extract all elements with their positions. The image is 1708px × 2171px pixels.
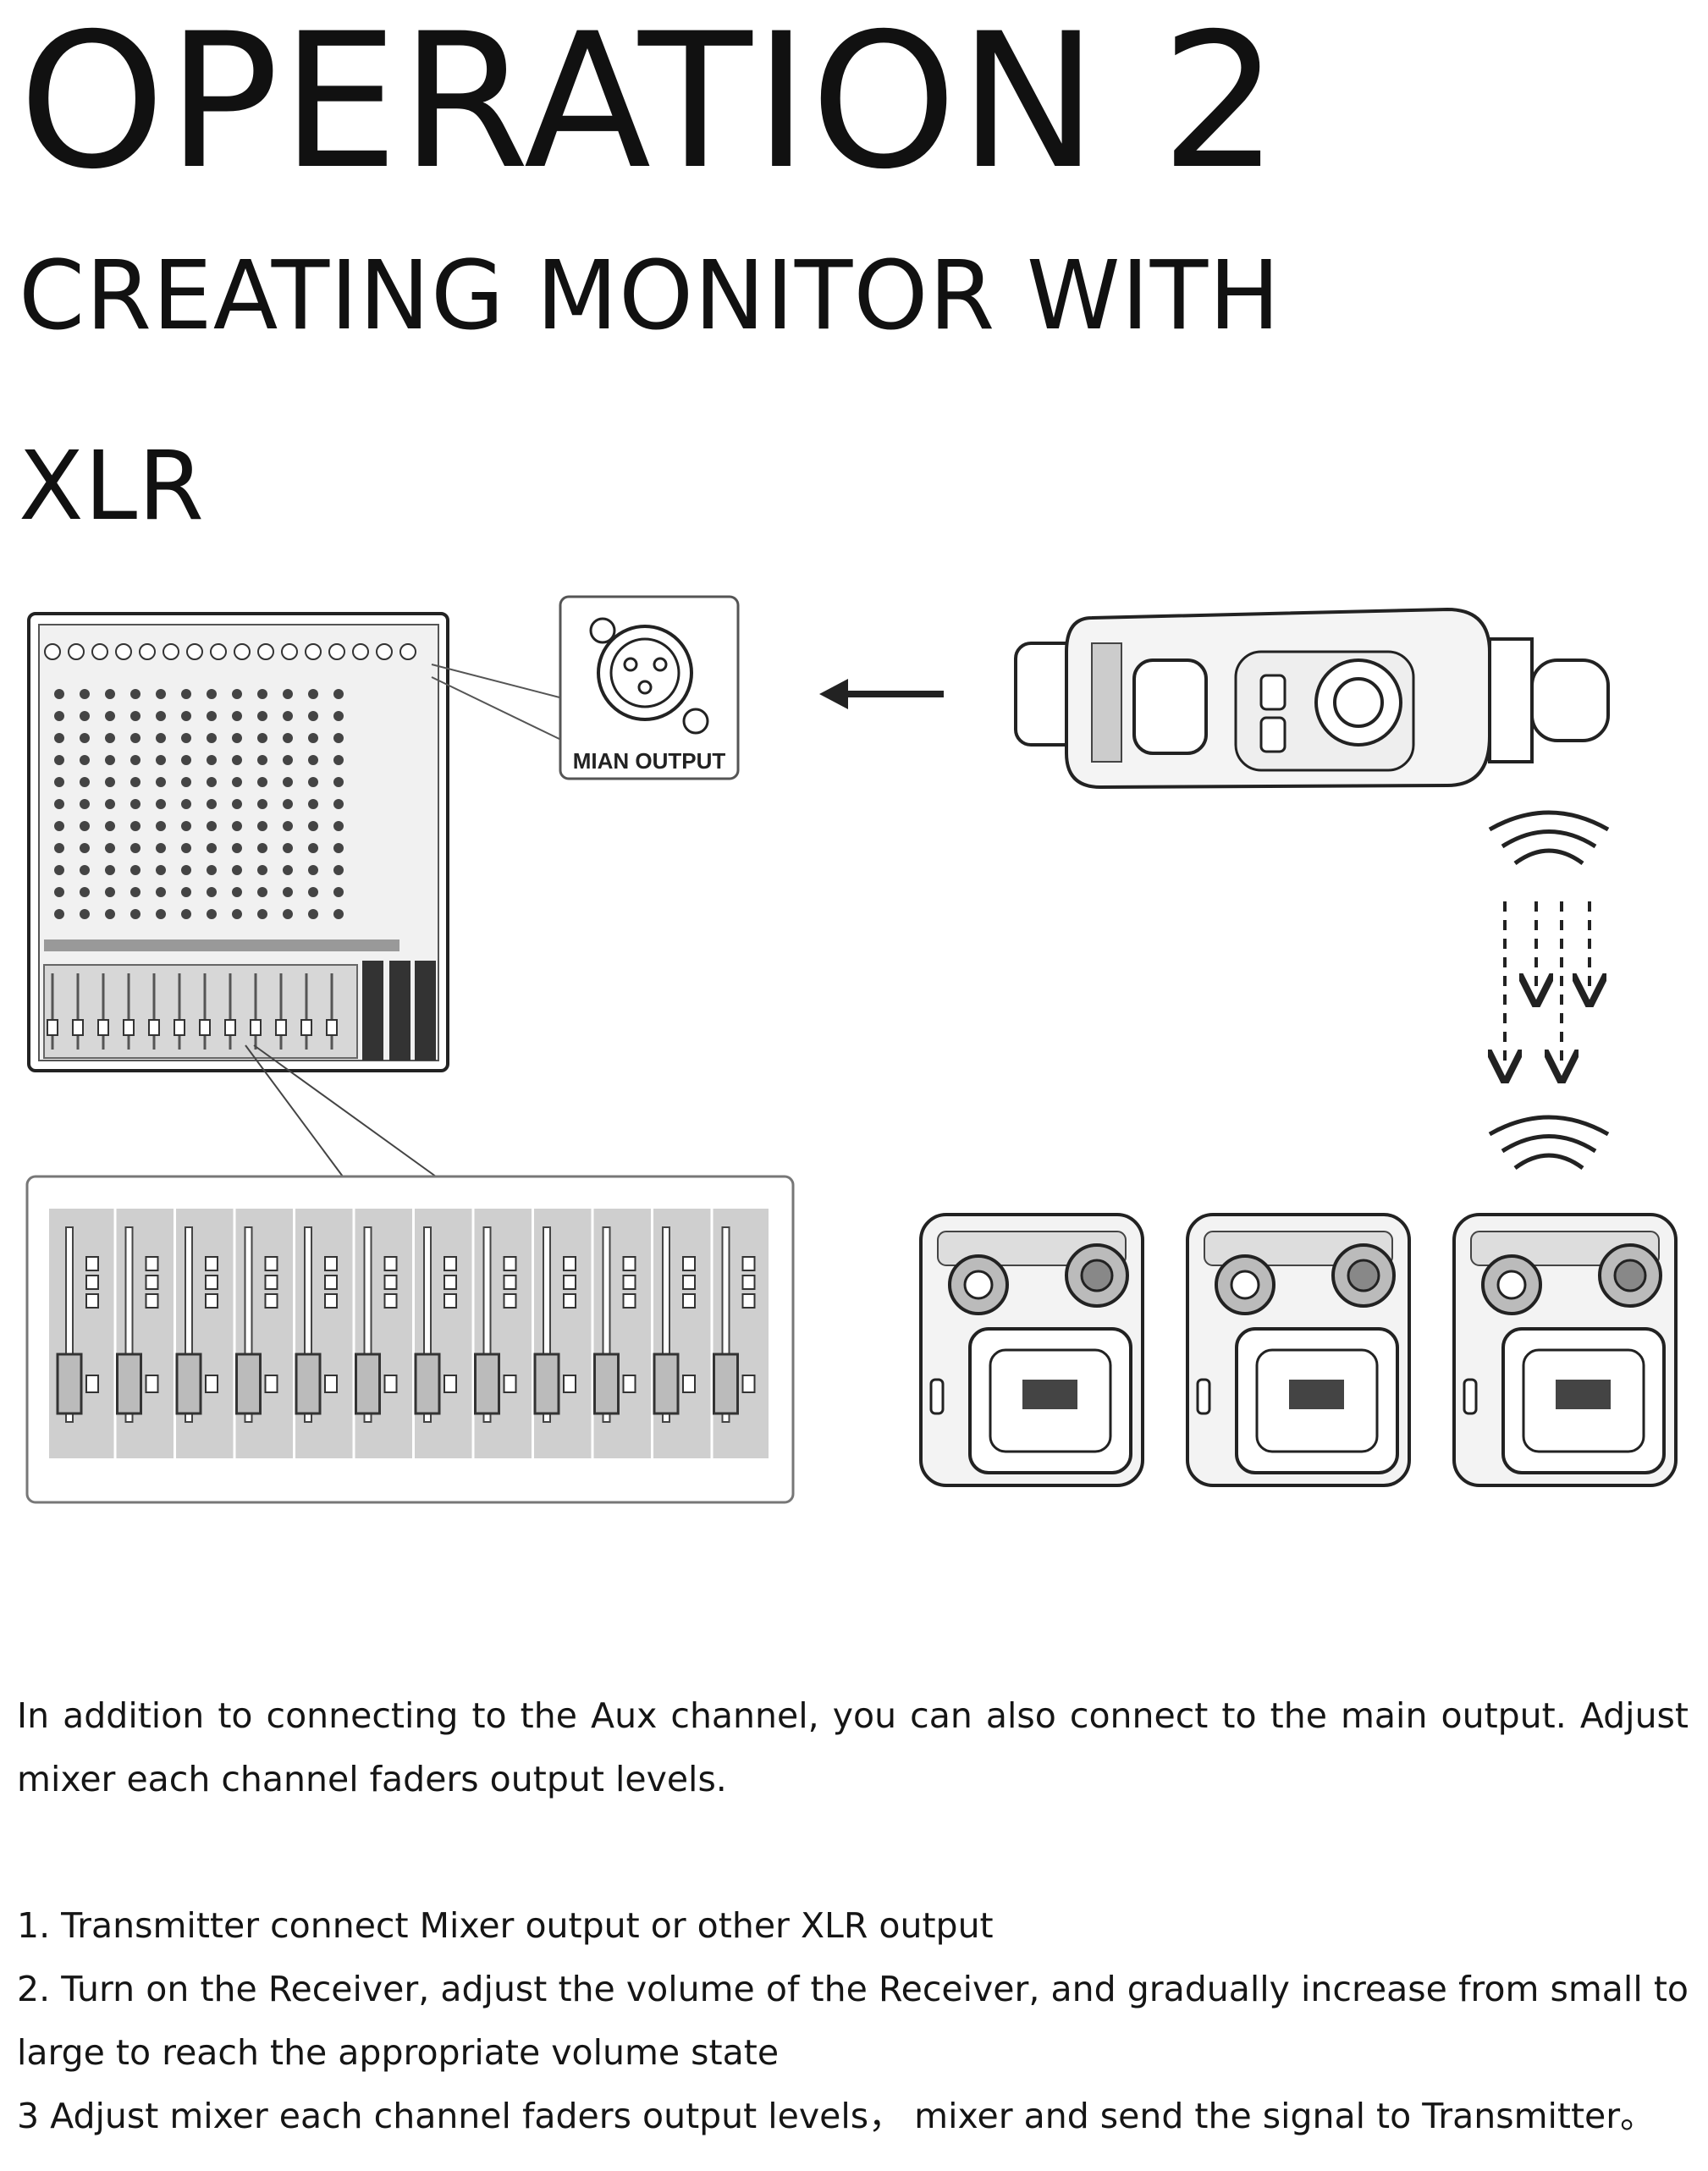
receivers-group xyxy=(919,1213,1678,1487)
signal-arrows xyxy=(1505,901,1590,1066)
xlr-connector-icon: MIAN OUTPUT xyxy=(559,595,740,780)
wireless-signal-icon xyxy=(1488,810,1610,1171)
receiver-illustration xyxy=(1452,1213,1678,1487)
mixer-knobs xyxy=(44,643,416,919)
zoom-faders xyxy=(56,1209,773,1458)
section-title-line1: CREATING MONITOR WITH xyxy=(19,241,1281,351)
mixer-illustration xyxy=(27,612,449,1072)
receiver-illustration xyxy=(1186,1213,1411,1487)
transmitter-illustration xyxy=(1014,607,1610,790)
mixer-faders xyxy=(47,973,338,1050)
step-2: 2. Turn on the Receiver, adjust the volu… xyxy=(17,1969,1689,2073)
section-title-line2: XLR xyxy=(19,432,205,542)
connection-diagram: MIAN OUTPUT xyxy=(25,595,1678,1504)
arrow-left-icon xyxy=(819,679,944,709)
xlr-output-label: MIAN OUTPUT xyxy=(573,748,726,774)
page-title: OPERATION 2 xyxy=(19,0,1281,210)
intro-paragraph: In addition to connecting to the Aux cha… xyxy=(17,1695,1689,1799)
step-3: 3 Adjust mixer each channel faders outpu… xyxy=(17,2096,1656,2136)
fader-zoom-panel xyxy=(25,1175,795,1504)
step-1: 1. Transmitter connect Mixer output or o… xyxy=(17,1905,994,1946)
receiver-illustration xyxy=(919,1213,1144,1487)
